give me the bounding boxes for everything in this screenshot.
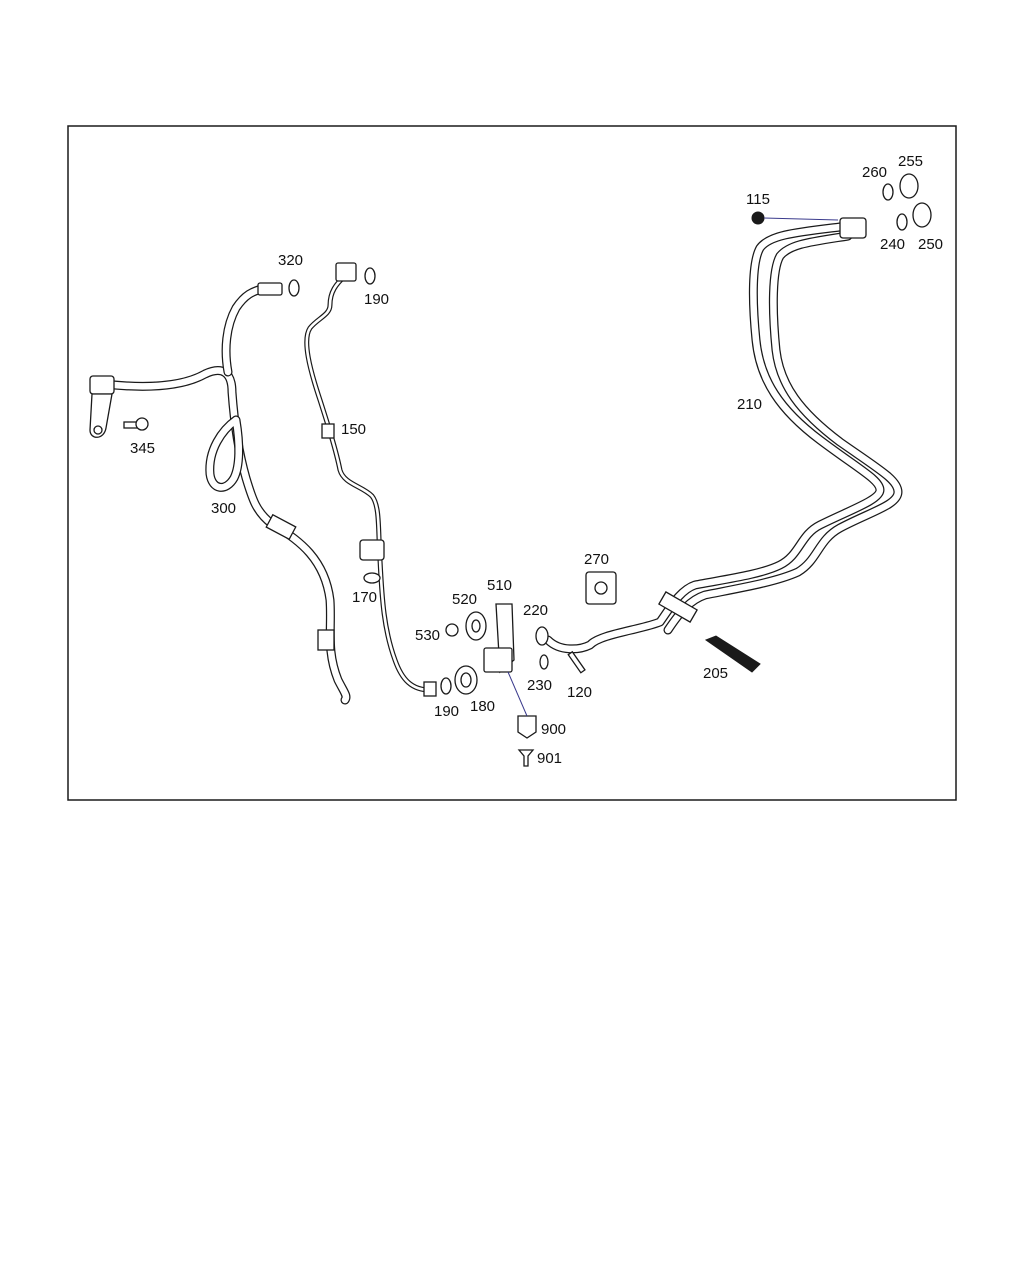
- oring-170[interactable]: [363, 572, 381, 584]
- diagram-frame: [67, 125, 957, 801]
- grommet-520[interactable]: [465, 611, 487, 641]
- callout-190-top: 190: [364, 291, 389, 308]
- callout-240: 240: [880, 236, 905, 253]
- callout-220: 220: [523, 602, 548, 619]
- callout-180: 180: [470, 698, 495, 715]
- callout-230: 230: [527, 677, 552, 694]
- protector-205[interactable]: [704, 635, 761, 673]
- callout-115: 115: [746, 191, 770, 208]
- bolt-115[interactable]: [751, 211, 839, 225]
- callout-120: 120: [567, 684, 592, 701]
- callout-901: 901: [537, 750, 562, 767]
- callout-345: 345: [130, 440, 155, 457]
- cap-901[interactable]: [517, 749, 535, 767]
- callout-190-bottom: 190: [434, 703, 459, 720]
- callout-270: 270: [584, 551, 609, 568]
- nut-530[interactable]: [445, 623, 459, 637]
- callout-520: 520: [452, 591, 477, 608]
- callout-900: 900: [541, 721, 566, 738]
- callout-530: 530: [415, 627, 440, 644]
- hose-300[interactable]: [89, 282, 351, 705]
- seal-220[interactable]: [535, 626, 549, 646]
- pipe-210[interactable]: [543, 217, 903, 654]
- pipe-150[interactable]: [304, 262, 437, 697]
- seal-230[interactable]: [539, 654, 549, 670]
- bolt-120[interactable]: [567, 650, 586, 674]
- seal-180[interactable]: [454, 665, 478, 695]
- callout-170: 170: [352, 589, 377, 606]
- oring-190-bottom[interactable]: [440, 677, 452, 695]
- valve-block[interactable]: [483, 647, 513, 673]
- cap-900[interactable]: [507, 671, 537, 739]
- callout-150: 150: [341, 421, 366, 438]
- callout-255: 255: [898, 153, 923, 170]
- callout-205: 205: [703, 665, 728, 682]
- callout-510: 510: [487, 577, 512, 594]
- oring-320[interactable]: [288, 279, 300, 297]
- oring-190-top[interactable]: [364, 267, 376, 285]
- callout-320: 320: [278, 252, 303, 269]
- callout-210: 210: [737, 396, 762, 413]
- bracket-270[interactable]: [585, 571, 617, 605]
- callout-300: 300: [211, 500, 236, 517]
- bolt-345[interactable]: [123, 417, 149, 431]
- callout-250: 250: [918, 236, 943, 253]
- part-seals-top-right[interactable]: [882, 173, 932, 231]
- callout-260: 260: [862, 164, 887, 181]
